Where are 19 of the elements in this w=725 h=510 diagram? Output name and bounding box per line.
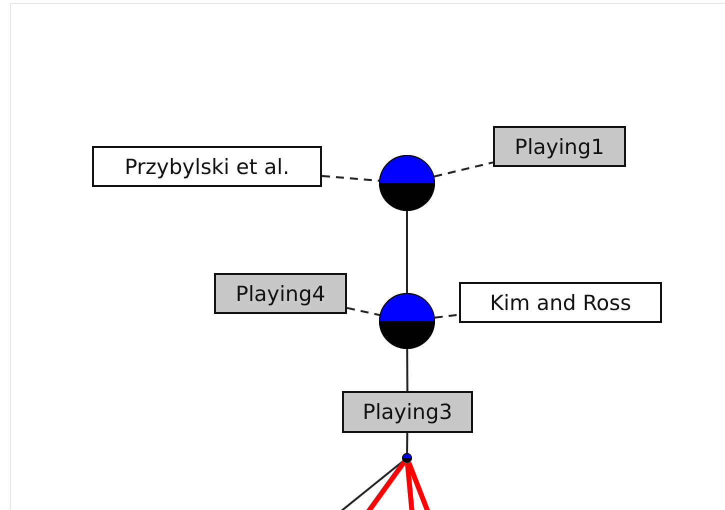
- connector-line: [406, 432, 408, 454]
- dashed-link: [434, 314, 460, 319]
- label-box: Playing1: [493, 126, 626, 167]
- branch-line: [339, 460, 404, 510]
- half-filled-circle: [401, 452, 413, 464]
- dashed-link: [346, 306, 380, 316]
- label-box: Kim and Ross: [459, 282, 662, 323]
- dashed-link: [322, 175, 380, 182]
- half-filled-circle: [378, 292, 436, 350]
- half-filled-circle: [378, 154, 436, 212]
- branch-line: [406, 462, 430, 510]
- label-box: Playing3: [342, 391, 473, 433]
- branch-line: [366, 460, 406, 510]
- branch-line: [404, 462, 414, 510]
- label-box: Przybylski et al.: [92, 146, 322, 187]
- dashed-link: [434, 161, 494, 178]
- label-box: Playing4: [214, 273, 347, 314]
- connector-line: [406, 349, 408, 391]
- connector-line: [406, 211, 408, 293]
